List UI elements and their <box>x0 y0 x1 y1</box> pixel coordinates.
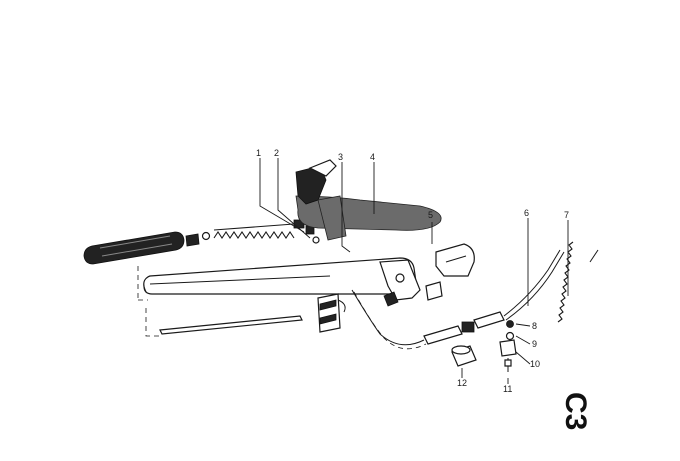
callout-12: 12 <box>457 378 467 388</box>
small-hardware <box>451 320 517 372</box>
mounting-bracket <box>425 243 475 301</box>
callout-8: 8 <box>532 321 537 331</box>
corner-mark-text: C3 <box>559 392 592 430</box>
callout-10: 10 <box>530 359 540 369</box>
callout-7: 7 <box>564 210 569 220</box>
leader-lines <box>259 158 569 384</box>
callout-9: 9 <box>532 339 537 349</box>
retaining-clip <box>317 293 346 333</box>
callout-6: 6 <box>524 208 529 218</box>
callout-labels: 1 2 3 4 5 6 7 8 9 10 11 12 <box>256 148 569 394</box>
rod-end-fittings <box>293 219 320 244</box>
compression-spring <box>213 223 295 239</box>
phantom-outline <box>137 266 160 337</box>
tension-spring <box>557 241 599 323</box>
callout-1: 1 <box>256 148 261 158</box>
handbrake-lever <box>143 257 421 307</box>
lever-boot <box>295 159 442 241</box>
lower-rod <box>159 315 303 335</box>
brake-cable <box>351 249 565 350</box>
callout-4: 4 <box>370 152 375 162</box>
callout-3: 3 <box>338 152 343 162</box>
hand-grip <box>83 231 211 265</box>
callout-5: 5 <box>428 210 433 220</box>
catalog-corner-mark: C3 <box>559 392 592 430</box>
callout-2: 2 <box>274 148 279 158</box>
callout-11: 11 <box>503 384 512 394</box>
